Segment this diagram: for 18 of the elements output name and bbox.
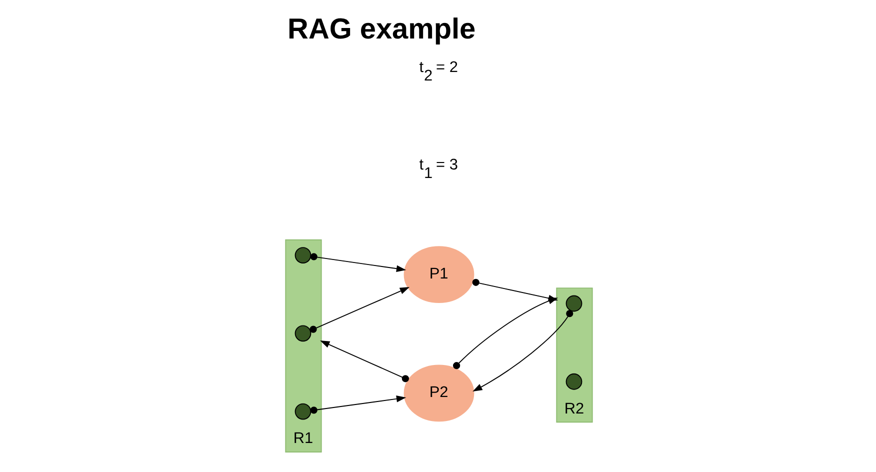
node-ellipse: P2: [403, 364, 474, 422]
node-circle: [294, 325, 311, 342]
arrow: [320, 340, 408, 382]
arrow: [310, 396, 406, 414]
cluster: [284, 239, 322, 452]
arrow: [452, 298, 558, 370]
node-label: R1: [292, 430, 313, 448]
node-ellipse: P1: [403, 246, 474, 304]
cluster: [556, 288, 592, 423]
node-circle: [565, 295, 582, 312]
node-circle: [294, 403, 311, 420]
diagram-title: RAG example: [287, 13, 476, 46]
node-circle: [294, 247, 311, 264]
arrow: [310, 253, 406, 272]
node-circle: [565, 373, 582, 390]
arrow: [472, 310, 573, 392]
node-label: R2: [564, 400, 584, 418]
arrow: [309, 287, 410, 333]
